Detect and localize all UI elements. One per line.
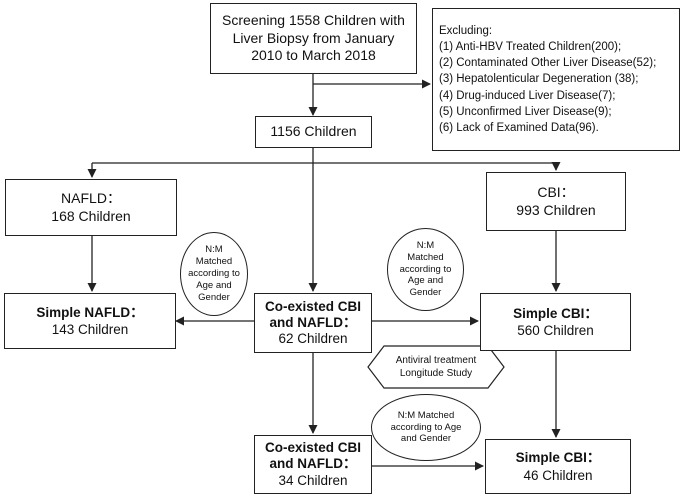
antiviral-hexagon-shape xyxy=(367,345,505,389)
simple-nafld-count: 143 Children xyxy=(51,322,129,337)
match-bottom-line: N:M Matched xyxy=(397,409,455,421)
cbi-title: CBI： xyxy=(537,183,575,200)
coexisted-2-count: 34 Children xyxy=(278,472,348,488)
match-ellipse-left: N:M Matched according to Age and Gender xyxy=(180,232,248,316)
coexisted-2-title: and NAFLD： xyxy=(269,456,357,472)
match-right-line: Age and xyxy=(407,275,444,287)
cbi-count: 993 Children xyxy=(516,201,596,218)
match-bottom-line: and Gender xyxy=(400,433,452,445)
screening-line: Liver Biopsy from January xyxy=(232,29,395,46)
screening-line: Screening 1558 Children with xyxy=(222,11,405,28)
coexisted-title: Co-existed CBI xyxy=(264,298,362,314)
excluding-item: (4) Drug-induced Liver Disease(7); xyxy=(439,89,616,102)
simple-cbi-title: Simple CBI： xyxy=(513,305,598,321)
nafld-box: NAFLD： 168 Children xyxy=(5,179,177,236)
simple-nafld-title: Simple NAFLD： xyxy=(36,304,144,320)
antiviral-line: Antiviral treatment xyxy=(395,355,477,366)
excluding-item: (1) Anti-HBV Treated Children(200); xyxy=(439,41,622,54)
match-bottom-line: according to Age xyxy=(390,421,462,433)
screening-line: 2010 to March 2018 xyxy=(251,47,376,64)
match-right-line: N:M xyxy=(416,239,435,251)
cbi-box: CBI： 993 Children xyxy=(486,172,626,231)
simple-cbi-2-box: Simple CBI： 46 Children xyxy=(485,439,631,494)
excluding-item: (2) Contaminated Other Liver Disease(52)… xyxy=(439,57,657,70)
coexisted-box: Co-existed CBI and NAFLD： 62 Children xyxy=(254,293,372,353)
excluding-item: (3) Hepatolenticular Degeneration (38); xyxy=(439,73,639,86)
simple-cbi-2-title: Simple CBI： xyxy=(515,450,601,466)
antiviral-hexagon: Antiviral treatment Longitude Study xyxy=(368,346,504,388)
match-ellipse-right: N:M Matched according to Age and Gender xyxy=(387,228,464,311)
match-right-line: according to xyxy=(399,263,452,275)
excluding-title: Excluding: xyxy=(439,25,493,38)
nafld-title: NAFLD： xyxy=(61,189,121,206)
simple-cbi-count: 560 Children xyxy=(517,323,594,338)
coexisted-count: 62 Children xyxy=(278,331,348,347)
match-left-line: Gender xyxy=(198,291,230,303)
coexisted-2-box: Co-existed CBI and NAFLD： 34 Children xyxy=(254,435,372,494)
match-right-line: Matched xyxy=(407,251,444,263)
match-left-line: according to xyxy=(188,268,240,280)
simple-nafld-box: Simple NAFLD： 143 Children xyxy=(4,293,176,349)
coexisted-title: and NAFLD： xyxy=(269,314,357,330)
simple-cbi-box: Simple CBI： 560 Children xyxy=(480,293,631,351)
excluding-item: (5) Unconfirmed Liver Disease(9); xyxy=(439,105,612,118)
total-label: 1156 Children xyxy=(270,123,357,140)
match-left-line: N:M xyxy=(205,244,223,256)
coexisted-2-title: Co-existed CBI xyxy=(264,440,362,456)
antiviral-line: Longitude Study xyxy=(399,368,473,379)
match-right-line: Gender xyxy=(409,287,442,299)
total-box: 1156 Children xyxy=(255,116,372,148)
match-ellipse-bottom: N:M Matched according to Age and Gender xyxy=(371,394,481,461)
nafld-count: 168 Children xyxy=(51,207,131,224)
match-left-line: Matched xyxy=(195,256,233,268)
match-left-line: Age and xyxy=(196,279,232,291)
excluding-box: Excluding: (1) Anti-HBV Treated Children… xyxy=(432,8,680,151)
screening-box: Screening 1558 Children with Liver Biops… xyxy=(210,3,417,74)
simple-cbi-2-count: 46 Children xyxy=(523,467,593,483)
excluding-item: (6) Lack of Examined Data(96). xyxy=(439,121,599,134)
